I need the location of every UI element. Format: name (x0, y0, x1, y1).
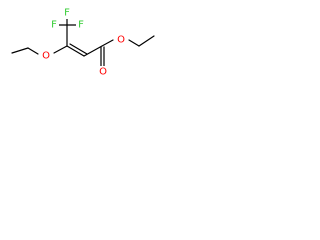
atom-o-ester: O (115, 34, 127, 46)
atom-f-right: F (76, 20, 86, 31)
svg-text:F: F (51, 20, 57, 31)
bond-c3-c2-single (66, 45, 85, 57)
atom-o-carbonyl: O (97, 66, 109, 78)
svg-text:O: O (42, 51, 50, 62)
bond-o-ester-to-ch2 (128, 39, 140, 47)
atom-f-top: F (62, 8, 72, 19)
bond-c1-to-o-ester (101, 39, 114, 47)
bond-c3-to-o-ether (53, 45, 68, 54)
svg-text:F: F (64, 8, 70, 19)
bond-o-ether-to-ch2 (27, 47, 39, 55)
bond-c3-c2-double (69, 43, 88, 55)
bond-ethyl-ch2-to-ch3 (11, 47, 29, 54)
svg-text:F: F (78, 20, 84, 31)
atom-o-ether: O (40, 50, 52, 62)
svg-text:O: O (117, 35, 125, 46)
bond-c2-to-c1 (83, 45, 103, 57)
svg-text:O: O (99, 67, 107, 78)
atom-f-left: F (49, 20, 59, 31)
bond-ester-ch2-to-ch3 (138, 35, 155, 47)
chemical-structure: F F F O O O (11, 8, 155, 78)
